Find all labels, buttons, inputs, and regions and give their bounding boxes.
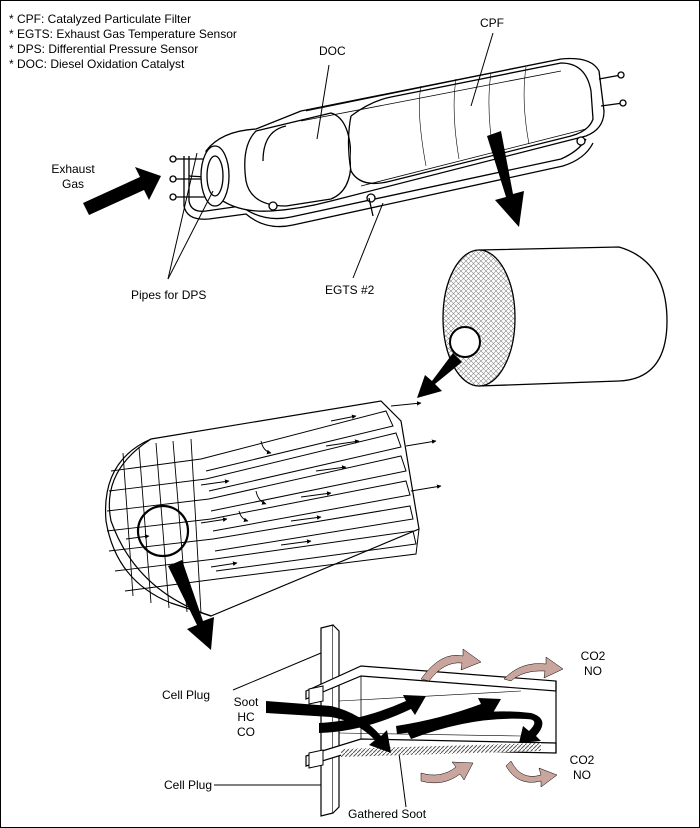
arrow-to-cell bbox=[168, 560, 214, 650]
legend-item-cpf: * CPF: Catalyzed Particulate Filter bbox=[9, 12, 192, 26]
label-pipes-for-dps: Pipes for DPS bbox=[131, 288, 207, 302]
outflow-arrows-mauve bbox=[420, 648, 564, 788]
cell-diagram bbox=[305, 624, 557, 817]
label-doc: DOC bbox=[319, 44, 346, 58]
cpf-core-cylinder bbox=[442, 246, 668, 387]
label-exhaust-line1: Exhaust bbox=[51, 162, 95, 176]
legend: * CPF: Catalyzed Particulate Filter * EG… bbox=[9, 12, 237, 72]
flow-arrows-black bbox=[266, 695, 543, 753]
label-hc: HC bbox=[237, 710, 255, 724]
label-co2-bottom: CO2 bbox=[569, 753, 595, 767]
leader-lines bbox=[167, 32, 494, 808]
label-co: CO bbox=[237, 725, 255, 739]
legend-item-doc: * DOC: Diesel Oxidation Catalyst bbox=[9, 57, 185, 71]
label-gathered-soot: Gathered Soot bbox=[348, 807, 427, 821]
label-cell-plug-bottom: Cell Plug bbox=[164, 778, 213, 792]
label-cpf: CPF bbox=[480, 16, 504, 30]
filter-cutaway bbox=[104, 400, 442, 617]
label-cell-plug-top: Cell Plug bbox=[162, 688, 211, 702]
label-no-bottom: NO bbox=[573, 768, 591, 782]
legend-item-dps: * DPS: Differential Pressure Sensor bbox=[9, 42, 199, 56]
label-soot: Soot bbox=[233, 695, 259, 709]
exhaust-gas-arrow bbox=[83, 167, 161, 215]
label-exhaust-line2: Gas bbox=[61, 177, 84, 191]
label-egts2: EGTS #2 bbox=[325, 283, 375, 297]
arrow-to-cpf-core bbox=[487, 131, 524, 227]
label-no-top: NO bbox=[584, 664, 602, 678]
label-co2-top: CO2 bbox=[580, 649, 606, 663]
legend-item-egts: * EGTS: Exhaust Gas Temperature Sensor bbox=[9, 27, 237, 41]
arrow-to-cutaway bbox=[417, 353, 462, 398]
cell-plug-details bbox=[308, 685, 324, 769]
exhaust-assembly bbox=[169, 57, 627, 228]
